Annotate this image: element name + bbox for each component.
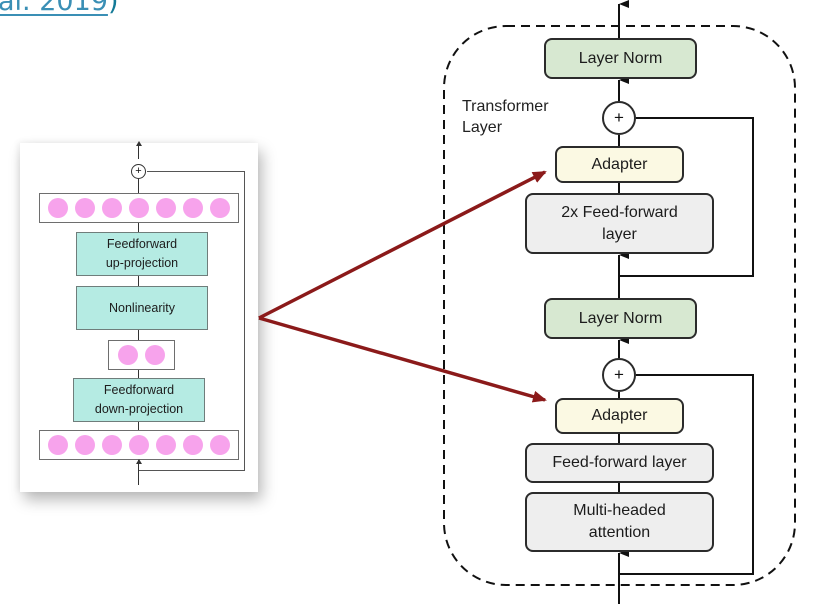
skip-connection-right — [244, 171, 245, 471]
attention-label-line2: attention — [588, 524, 651, 541]
transformer-layer-title-line1: Transformer — [462, 98, 549, 115]
neuron-icon — [128, 435, 149, 455]
ffn-2x-label-line1: 2x Feed-forward — [561, 203, 678, 221]
output-arrowhead-icon — [136, 141, 142, 146]
neuron-icon — [210, 198, 231, 218]
upper-residual-connection — [619, 117, 754, 277]
neuron-icon — [47, 435, 68, 455]
neuron-icon — [101, 198, 122, 218]
neuron-icon — [47, 198, 68, 218]
connector-line — [138, 223, 139, 232]
lower-residual-add-icon: + — [602, 358, 636, 392]
neuron-icon — [183, 435, 204, 455]
ffn-2x-label-line2: layer — [602, 225, 637, 243]
connector-line — [138, 179, 139, 193]
skip-connection-top — [147, 171, 244, 172]
down-projection-box: Feedforward down-projection — [73, 378, 205, 422]
up-projection-label-line2: up-projection — [105, 256, 179, 270]
lower-adapter-label: Adapter — [591, 407, 648, 424]
up-projection-box: Feedforward up-projection — [76, 232, 208, 276]
transformer-layer-title: Transformer Layer — [462, 96, 549, 138]
nonlinearity-box: Nonlinearity — [76, 286, 208, 330]
citation-link[interactable]: al. 2019 — [0, 0, 108, 17]
upper-residual-add-icon: + — [602, 101, 636, 135]
bottom-neuron-row — [39, 430, 239, 460]
feed-forward-label: Feed-forward layer — [552, 454, 687, 471]
neuron-icon — [74, 198, 95, 218]
feed-forward-box: Feed-forward layer — [525, 443, 714, 483]
neuron-icon — [144, 345, 165, 365]
neuron-icon — [118, 345, 139, 365]
up-projection-label-line1: Feedforward — [106, 237, 178, 251]
neuron-icon — [101, 435, 122, 455]
connector-line — [138, 276, 139, 286]
ffn-2x-box: 2x Feed-forward layer — [525, 193, 714, 254]
top-layer-norm-box: Layer Norm — [544, 38, 697, 79]
middle-layer-norm-box: Layer Norm — [544, 298, 697, 339]
down-projection-label-line1: Feedforward — [103, 383, 175, 397]
neuron-icon — [74, 435, 95, 455]
transformer-layer-title-line2: Layer — [462, 119, 503, 136]
top-layer-norm-label: Layer Norm — [578, 49, 663, 67]
connector-to-upper-adapter — [258, 170, 547, 320]
connector-line — [138, 422, 139, 430]
neuron-icon — [156, 435, 177, 455]
residual-add-icon: + — [131, 164, 146, 179]
middle-layer-norm-label: Layer Norm — [578, 309, 663, 327]
connector-line — [138, 370, 139, 378]
skip-connection-bottom — [139, 470, 245, 471]
neuron-icon — [210, 435, 231, 455]
upper-adapter-label: Adapter — [591, 155, 648, 173]
neuron-icon — [128, 198, 149, 218]
input-arrowhead-icon — [136, 459, 142, 464]
attention-label-line1: Multi-headed — [573, 502, 666, 519]
input-line — [138, 460, 139, 485]
neuron-icon — [183, 198, 204, 218]
connector-line — [138, 330, 139, 340]
citation: al. 2019) — [0, 0, 118, 17]
lower-adapter-box: Adapter — [555, 398, 684, 434]
multi-headed-attention-box: Multi-headed attention — [525, 492, 714, 552]
lower-residual-connection — [619, 374, 754, 575]
down-projection-label-line2: down-projection — [94, 402, 184, 416]
upper-adapter-box: Adapter — [555, 146, 684, 183]
neuron-icon — [156, 198, 177, 218]
nonlinearity-label: Nonlinearity — [108, 300, 175, 315]
bottleneck-neuron-row — [108, 340, 175, 370]
top-neuron-row — [39, 193, 239, 223]
citation-close-paren: ) — [107, 0, 119, 17]
connector-to-lower-adapter — [258, 316, 547, 403]
output-line — [138, 143, 139, 159]
